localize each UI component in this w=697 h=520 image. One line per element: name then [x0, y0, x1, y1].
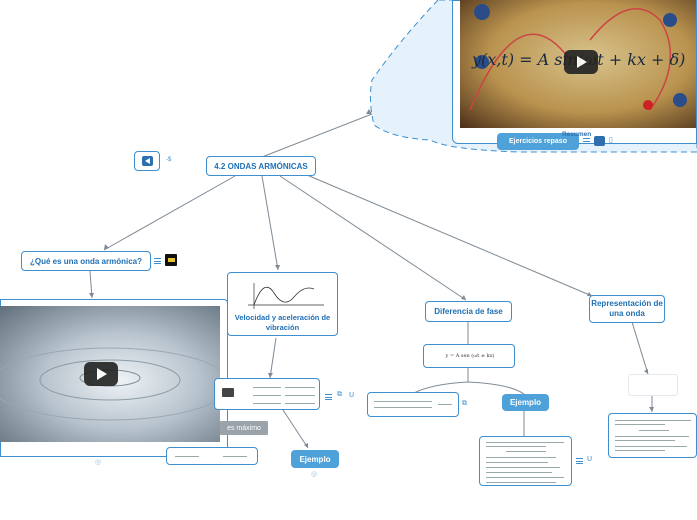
- what-notes-icon[interactable]: [154, 258, 161, 264]
- example-notes-icon[interactable]: [576, 458, 583, 464]
- example-node-right[interactable]: Ejemplo: [502, 394, 549, 411]
- wave-equation-video[interactable]: y(x,t) = A sin(ωt + kx + δ): [460, 0, 696, 128]
- velocity-formula-box-2[interactable]: [166, 447, 258, 465]
- wave-video-art: [469, 4, 687, 111]
- example-attach-icon[interactable]: ᑌ: [587, 456, 593, 463]
- back-button[interactable]: [134, 151, 160, 171]
- line-central-velocity: [261, 175, 279, 271]
- top-play-icon[interactable]: [564, 50, 598, 74]
- example-detail-box[interactable]: [479, 436, 572, 486]
- exercises-notes-icon[interactable]: [583, 138, 590, 144]
- summary-link-icon[interactable]: [594, 136, 605, 146]
- example-node-left[interactable]: Ejemplo: [291, 450, 339, 468]
- water-drop-video[interactable]: [0, 306, 220, 442]
- velocity-graph: [248, 283, 324, 309]
- velocity-notes-icon[interactable]: [325, 394, 332, 400]
- back-link-icon[interactable]: -$: [166, 157, 172, 163]
- velocity-link-icon[interactable]: ⧉: [337, 391, 342, 398]
- example-left-link-icon[interactable]: ◎: [311, 471, 318, 478]
- line-central-what: [103, 175, 236, 251]
- exercises-attach-icon[interactable]: ▯: [609, 137, 613, 144]
- central-node[interactable]: 4.2 ONDAS ARMÓNICAS: [206, 156, 316, 176]
- velocity-attach-icon[interactable]: ᑌ: [349, 392, 355, 399]
- phase-formula: y = A sen (ωt ± kx): [445, 353, 495, 359]
- left-play-icon[interactable]: [84, 362, 118, 386]
- repr-detail-box[interactable]: [608, 413, 697, 458]
- line-central-top: [261, 113, 373, 158]
- exercises-node[interactable]: Ejercicios repaso: [497, 133, 579, 150]
- velocity-label: Velocidad y aceleración de vibración: [234, 313, 331, 332]
- line-repr-image: [631, 321, 649, 375]
- line-central-phase: [279, 175, 467, 301]
- repr-node[interactable]: Representación de una onda: [589, 295, 665, 323]
- what-image-icon[interactable]: [165, 254, 177, 266]
- phase-link-icon[interactable]: ⧉: [462, 400, 467, 407]
- phase-formula-box[interactable]: y = A sen (ωt ± kx): [423, 344, 515, 368]
- phase-node[interactable]: Diferencia de fase: [425, 301, 512, 322]
- line-formula-split: [411, 368, 525, 395]
- velocity-monitor-icon: [222, 388, 234, 397]
- summary-label: Resumen: [562, 131, 592, 138]
- line-velocity-formula: [269, 337, 277, 379]
- velocity-node[interactable]: Velocidad y aceleración de vibración: [227, 272, 338, 336]
- left-video-link-icon[interactable]: ◎: [95, 459, 102, 466]
- what-node[interactable]: ¿Qué es una onda armónica?: [21, 251, 151, 271]
- phase-text-box[interactable]: [367, 392, 459, 417]
- line-central-repr: [299, 171, 593, 297]
- max-label: es máximo: [220, 421, 268, 435]
- line-formula-example: [282, 409, 309, 449]
- repr-image-placeholder[interactable]: [628, 374, 678, 396]
